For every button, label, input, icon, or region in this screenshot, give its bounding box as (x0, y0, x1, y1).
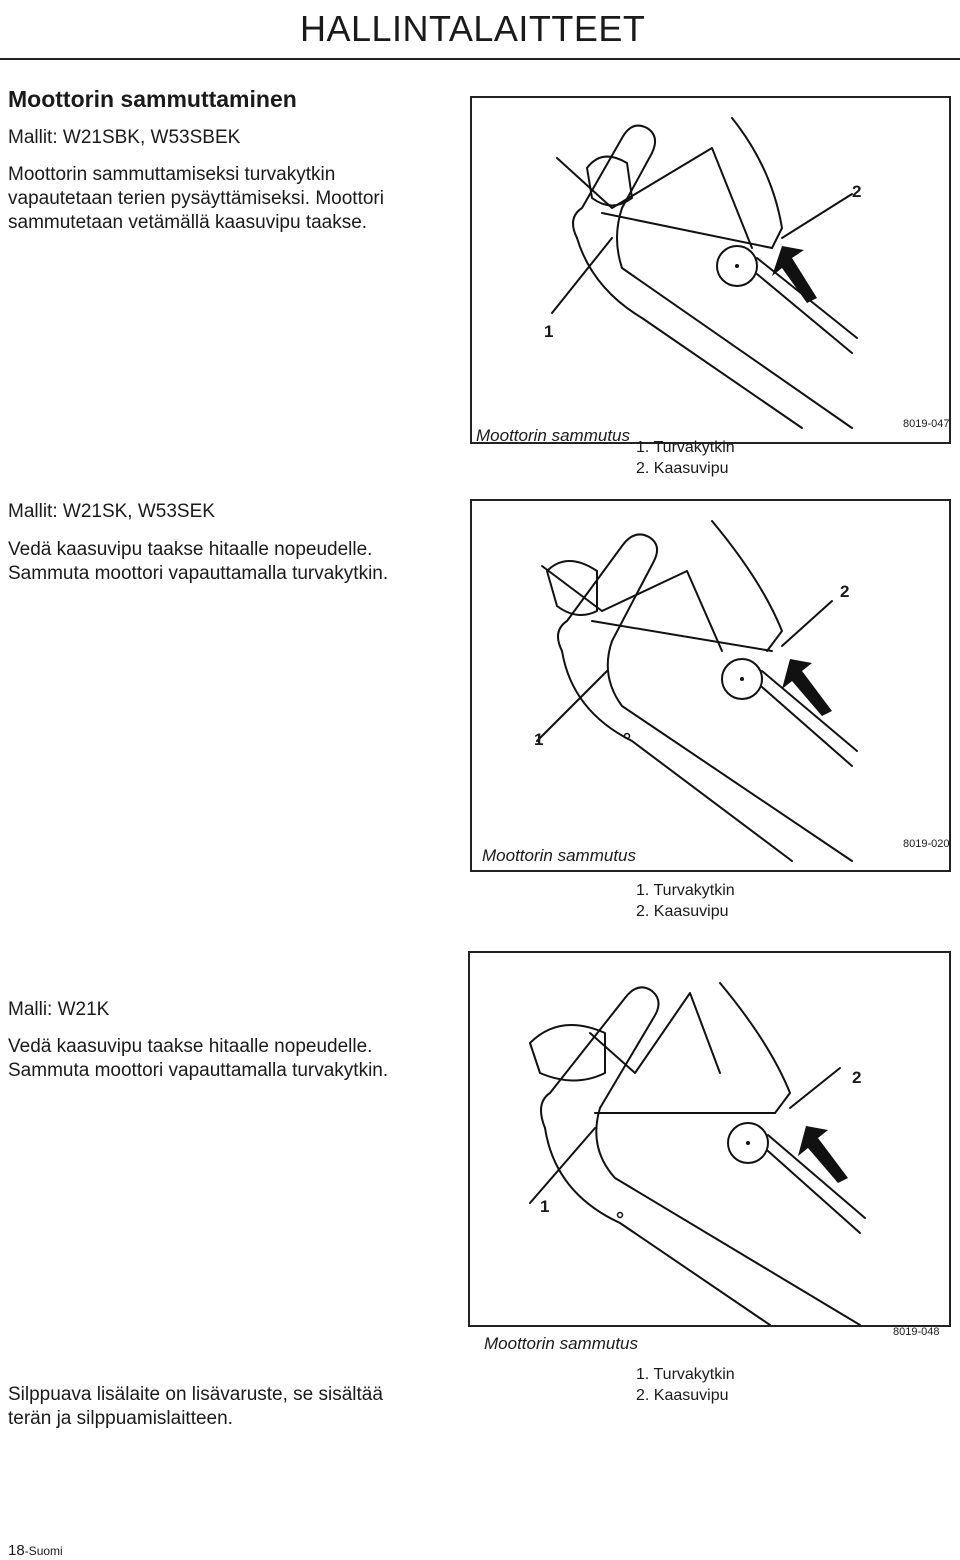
figure-code: 8019-047 (903, 418, 950, 430)
figure-legend: 1. Turvakytkin 2. Kaasuvipu (636, 437, 735, 479)
legend-item: 1. Turvakytkin (636, 882, 735, 899)
model-label-1: Mallit: W21SBK, W53SBEK (8, 127, 241, 148)
callout-2: 2 (852, 182, 862, 201)
instruction-2: Vedä kaasuvipu taakse hitaalle nopeudell… (8, 538, 388, 586)
figure-legend: 1. Turvakytkin 2. Kaasuvipu (636, 1364, 735, 1406)
callout-1: 1 (544, 322, 554, 341)
note-line: Silppuava lisälaite on lisävaruste, se s… (8, 1384, 383, 1405)
mower-handle-illustration (536, 520, 858, 862)
instruction-line: sammutetaan vetämällä kaasuvipu taakse. (8, 212, 368, 233)
figure-2-frame (470, 499, 951, 872)
instruction-line: Sammuta moottori vapauttamalla turvakytk… (8, 563, 389, 584)
mower-handle-illustration (529, 982, 866, 1325)
figure-caption: Moottorin sammutus (484, 1334, 638, 1353)
instruction-line: Sammuta moottori vapauttamalla turvakytk… (8, 1060, 389, 1081)
instruction-1: Moottorin sammuttamiseksi turvakytkin va… (8, 163, 384, 235)
section-title: Moottorin sammuttaminen (8, 86, 297, 112)
instruction-3: Vedä kaasuvipu taakse hitaalle nopeudell… (8, 1035, 388, 1083)
model-label-2: Mallit: W21SK, W53SEK (8, 501, 215, 522)
figure-caption: Moottorin sammutus (476, 426, 630, 445)
instruction-line: Vedä kaasuvipu taakse hitaalle nopeudell… (8, 1036, 373, 1057)
legend-item: 2. Kaasuvipu (636, 903, 729, 920)
instruction-line: Moottorin sammuttamiseksi turvakytkin (8, 164, 336, 185)
callout-1: 1 (540, 1197, 550, 1216)
callout-1: 1 (534, 730, 544, 749)
instruction-line: Vedä kaasuvipu taakse hitaalle nopeudell… (8, 539, 373, 560)
page-footer: 18-Suomi (8, 1542, 63, 1559)
mower-handle-illustration (551, 117, 858, 429)
callout-2: 2 (852, 1068, 862, 1087)
figure-code: 8019-020 (903, 838, 950, 850)
footer-language: -Suomi (24, 1544, 63, 1558)
model-label-3: Malli: W21K (8, 999, 110, 1020)
legend-item: 2. Kaasuvipu (636, 1387, 729, 1404)
figure-code: 8019-048 (893, 1326, 940, 1338)
accessory-note: Silppuava lisälaite on lisävaruste, se s… (8, 1383, 383, 1431)
header-divider (0, 58, 960, 60)
figure-legend: 1. Turvakytkin 2. Kaasuvipu (636, 880, 735, 922)
figure-3-frame (468, 951, 951, 1327)
page-header-title: HALLINTALAITTEET (300, 8, 646, 49)
legend-item: 2. Kaasuvipu (636, 460, 729, 477)
figure-1-frame (470, 96, 951, 444)
page-number: 18 (8, 1542, 25, 1559)
legend-item: 1. Turvakytkin (636, 1366, 735, 1383)
note-line: terän ja silppuamislaitteen. (8, 1408, 233, 1429)
figure-caption: Moottorin sammutus (482, 846, 636, 865)
instruction-line: vapautetaan terien pysäyttämiseksi. Moot… (8, 188, 384, 209)
callout-2: 2 (840, 582, 850, 601)
legend-item: 1. Turvakytkin (636, 439, 735, 456)
